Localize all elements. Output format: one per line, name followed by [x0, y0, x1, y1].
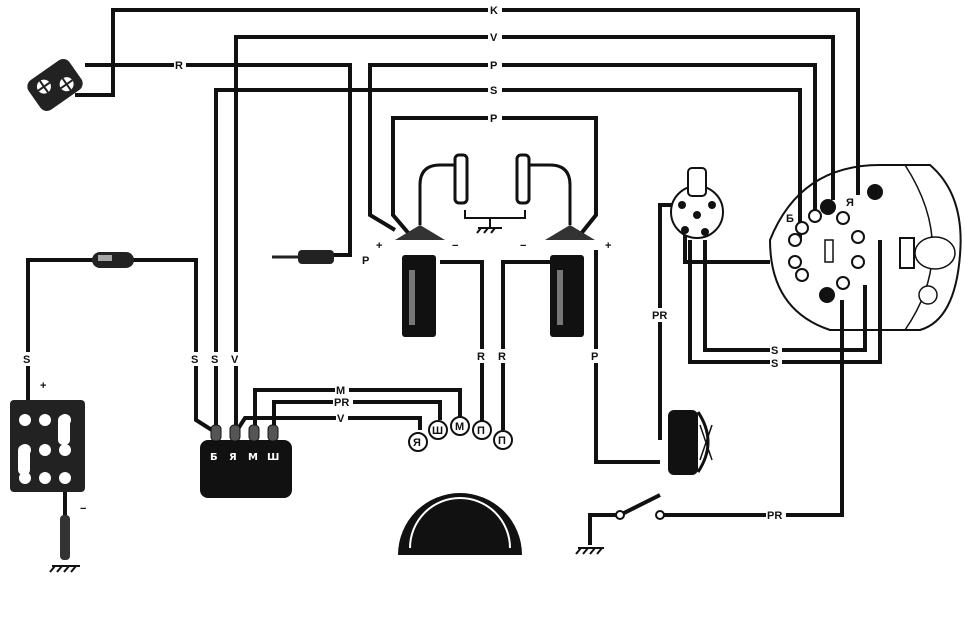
coil-left-minus: − — [452, 240, 458, 252]
ground-strap — [60, 515, 70, 560]
horn — [668, 410, 713, 475]
spark-plug-lead — [272, 250, 334, 264]
label-pr-bottom: PR — [767, 510, 782, 522]
coil-left-plus: + — [376, 240, 382, 252]
wire-labels: K V R P S P P S S S V M PR V R R P PR S … — [22, 3, 786, 522]
gen-terminal-m: М — [455, 421, 464, 433]
wire-pr-switch — [658, 203, 680, 440]
battery-minus: − — [80, 503, 86, 515]
reg-terminal-sh: Ш — [267, 452, 279, 463]
voltage-regulator: Б Я М Ш — [200, 424, 292, 498]
label-left-s: S — [23, 354, 30, 366]
label-k: K — [490, 5, 498, 17]
wire-s-top — [214, 88, 802, 432]
generator: Я Ш М П П — [398, 416, 522, 555]
headlight: Б Я — [768, 164, 962, 331]
wire-ground-switch — [588, 493, 661, 545]
label-s: S — [490, 85, 497, 97]
label-pr-gen: PR — [334, 397, 349, 409]
battery-plus: + — [40, 380, 46, 392]
label-v-gen: V — [337, 413, 345, 425]
label-pr-switch: PR — [652, 310, 667, 322]
gen-terminal-p2: П — [498, 435, 506, 447]
wire-p-top — [368, 63, 817, 232]
label-horn-p: P — [591, 351, 598, 363]
headlight-terminal-b: Б — [786, 213, 794, 225]
reg-terminal-b: Б — [210, 452, 218, 463]
fuse — [92, 252, 134, 268]
coil-right-minus: − — [520, 240, 526, 252]
gen-terminal-ya: Я — [413, 437, 421, 449]
wires — [26, 8, 882, 545]
label-r: R — [175, 60, 183, 72]
wire-r2 — [501, 260, 550, 430]
wire-switch-head — [683, 235, 770, 264]
wire-s-head1 — [688, 240, 882, 364]
label-r1: R — [477, 351, 485, 363]
label-r2: R — [498, 351, 506, 363]
label-head-s1: S — [771, 345, 778, 357]
wire-pr-bottom — [660, 300, 844, 517]
brake-light-switch — [615, 510, 665, 520]
label-p: P — [490, 60, 497, 72]
ignition-coil-left: + − — [376, 225, 458, 337]
ignition-coil-right: − + — [520, 225, 611, 337]
wire-v-gen — [234, 416, 422, 434]
label-reg-s2: S — [211, 354, 218, 366]
coil-right-plus: + — [605, 240, 611, 252]
gen-terminal-p1: П — [477, 425, 485, 437]
wire-r-top — [85, 63, 352, 257]
reg-terminal-m: М — [248, 452, 258, 463]
headlight-terminal-ya: Я — [846, 197, 854, 209]
wire-p-horn — [594, 250, 660, 464]
wire-s-head2 — [703, 240, 867, 352]
label-reg-s1: S — [191, 354, 198, 366]
wire-r1 — [440, 260, 484, 425]
label-reg-v: V — [231, 354, 239, 366]
wire-v-top — [234, 35, 835, 432]
gen-terminal-sh: Ш — [432, 425, 443, 437]
wire-plug-ground — [464, 210, 526, 228]
label-v: V — [490, 32, 498, 44]
ground-symbol — [49, 227, 604, 573]
label-m: M — [336, 385, 345, 397]
handlebar-switch — [27, 59, 83, 111]
ignition-switch — [670, 167, 724, 239]
wire-m — [253, 388, 462, 430]
label-head-s2: S — [771, 358, 778, 370]
reg-terminal-ya: Я — [229, 452, 237, 463]
label-plug-p: P — [362, 255, 369, 267]
wire-k — [75, 8, 860, 195]
label-p-inner: P — [490, 113, 497, 125]
battery: + − — [10, 380, 86, 515]
spark-plugs — [418, 153, 572, 225]
